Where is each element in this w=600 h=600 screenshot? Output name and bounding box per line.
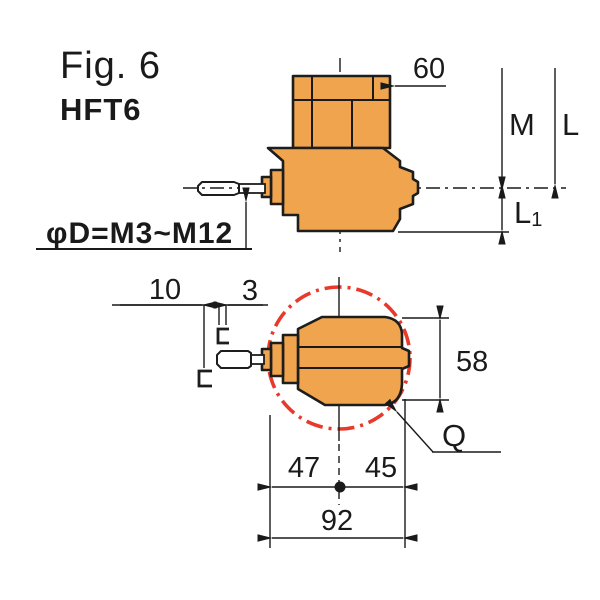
barrel-body — [296, 315, 411, 407]
dim-l-label: L — [562, 107, 579, 142]
dim-3-label: 3 — [242, 275, 258, 307]
collet-step — [269, 168, 285, 206]
model-label: HFT6 — [60, 92, 142, 127]
dim-45-label: 45 — [365, 452, 397, 484]
bottom-view: 10 3 58 Q 47 45 92 — [112, 274, 501, 548]
tap-thread — [197, 181, 240, 196]
dim-m-label: M — [509, 107, 535, 142]
dim-l1-label: L1 — [514, 195, 542, 231]
dim-58-label: 58 — [456, 346, 488, 378]
q-leader-arrow — [384, 398, 434, 453]
reference-bracket-lower — [197, 369, 212, 388]
dim-47-label: 47 — [288, 452, 320, 484]
tap-shank — [238, 183, 266, 194]
figure-label: Fig. 6 — [60, 45, 161, 87]
reference-bracket-upper — [216, 327, 229, 345]
bottom-tap-thread — [216, 350, 252, 369]
tap-capacity-label: φD=M3~M12 — [46, 217, 233, 250]
top-view: 60 M L L1 φD=M3~M12 — [36, 53, 579, 252]
dim-10-label: 10 — [149, 274, 181, 306]
head-body — [266, 146, 420, 233]
dim-92-label: 92 — [321, 505, 353, 537]
dim-60-label: 60 — [413, 53, 445, 85]
bottom-tap-shank — [250, 354, 265, 365]
dim-q-label: Q — [442, 418, 466, 453]
center-point-dot — [334, 481, 346, 493]
bottom-collet-step — [269, 341, 285, 378]
bottom-collet-step — [281, 333, 300, 385]
shank-body — [291, 74, 392, 150]
